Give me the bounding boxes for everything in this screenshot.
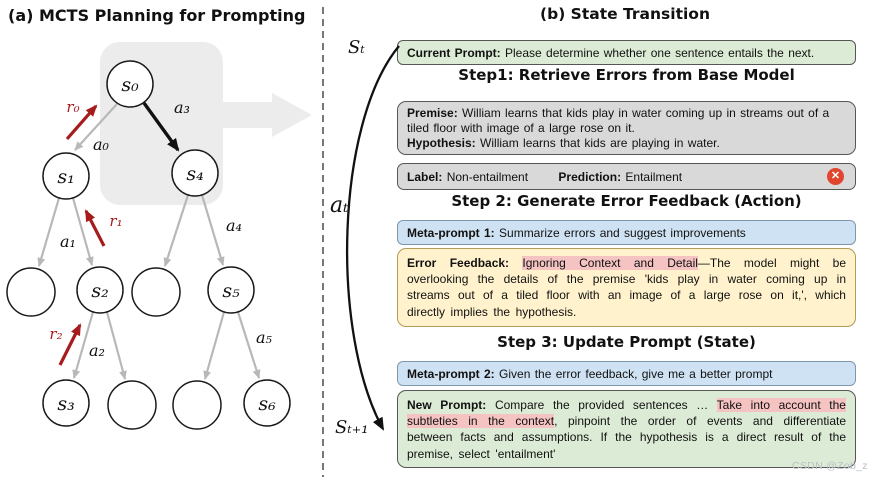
reward-label-r0: r₀ <box>66 98 79 116</box>
node-s6 <box>243 379 291 427</box>
meta-prompt-1-box: Meta-prompt 1: Summarize errors and sugg… <box>397 220 856 245</box>
node-label-s4: s₄ <box>186 163 203 185</box>
meta-prompt-1-text: Summarize errors and suggest improvement… <box>499 225 746 240</box>
node-label-s1: s₁ <box>57 166 74 188</box>
edge-label-a4: a₄ <box>226 216 242 235</box>
prediction-label: Prediction: <box>558 170 622 184</box>
panel-a-title: (a) MCTS Planning for Prompting <box>8 6 306 25</box>
node-empty-4 <box>172 380 222 430</box>
state-transition-arc <box>346 45 400 431</box>
watermark: CSDN @Zob_z <box>792 460 868 472</box>
edge-a2 <box>72 311 95 379</box>
edge-labels: a₀ a₃ a₁ a₂ a₄ a₅ r₀ r₁ r₂ <box>49 98 272 360</box>
meta-prompt-1-label: Meta-prompt 1: <box>407 225 495 240</box>
state-t1-label: Sₜ₊₁ <box>335 417 369 438</box>
error-cross-icon: ✕ <box>827 168 844 185</box>
edge-label-a5: a₅ <box>256 328 273 347</box>
node-s4 <box>171 149 219 197</box>
edge-a3-selected <box>142 102 180 152</box>
node-labels: s₀ s₁ s₄ s₂ s₅ s₃ s₆ <box>57 74 276 415</box>
panel-transition-arrow <box>215 93 312 137</box>
prediction-value: Entailment <box>625 170 683 184</box>
node-label-s5: s₅ <box>222 280 240 302</box>
edge-s5-left <box>203 311 226 380</box>
error-feedback-label: Error Feedback: <box>407 256 510 270</box>
label-label: Label: <box>407 170 443 184</box>
error-feedback-highlight: Ignoring Context and Detail <box>522 256 698 270</box>
reward-arrow-r2 <box>58 323 82 366</box>
current-prompt-box: Current Prompt: Please determine whether… <box>397 40 856 65</box>
tree-edges <box>37 103 261 380</box>
meta-prompt-2-label: Meta-prompt 2: <box>407 366 495 381</box>
node-empty-3 <box>107 380 157 430</box>
new-prompt-box: New Prompt: Compare the provided sentenc… <box>397 390 856 468</box>
edge-a1 <box>71 197 94 266</box>
reward-label-r1: r₁ <box>109 212 122 230</box>
panel-b-title: (b) State Transition <box>540 5 710 23</box>
mcts-tree-diagram: s₀ s₁ s₄ s₂ s₅ s₃ s₆ a₀ a₃ a₁ a₂ a₄ a₅ r… <box>6 42 312 430</box>
node-s3 <box>42 379 90 427</box>
edge-label-a1: a₁ <box>60 232 76 251</box>
meta-prompt-2-box: Meta-prompt 2: Given the error feedback,… <box>397 361 856 386</box>
node-label-s0: s₀ <box>121 74 139 96</box>
state-t-label: Sₜ <box>348 37 365 58</box>
new-prompt-pre: Compare the provided sentences … <box>494 398 717 412</box>
reward-arrow-r1 <box>84 209 106 247</box>
edge-label-a2: a₂ <box>89 341 105 360</box>
new-prompt-label: New Prompt: <box>407 398 487 412</box>
current-prompt-label: Current Prompt: <box>407 45 501 60</box>
edge-s4-left <box>163 194 190 267</box>
step2-heading: Step 2: Generate Error Feedback (Action) <box>451 192 802 210</box>
label-value: Non-entailment <box>446 170 529 184</box>
edge-a4 <box>200 194 225 266</box>
edge-s2-right <box>105 311 127 380</box>
reward-arrows <box>58 104 106 366</box>
step1-heading: Step1: Retrieve Errors from Base Model <box>458 66 795 84</box>
node-s5 <box>207 266 255 314</box>
reward-arrow-r0 <box>65 104 98 141</box>
premise-label: Premise: <box>407 106 458 120</box>
reward-label-r2: r₂ <box>49 325 62 343</box>
premise-box: Premise: William learns that kids play i… <box>397 101 856 155</box>
error-feedback-box: Error Feedback: Ignoring Context and Det… <box>397 248 856 327</box>
edge-label-a0: a₀ <box>93 135 110 154</box>
node-s0 <box>106 60 154 108</box>
premise-line: Premise: William learns that kids play i… <box>407 106 846 136</box>
premise-text: William learns that kids play in water c… <box>407 106 830 135</box>
node-s2 <box>76 266 124 314</box>
step3-heading: Step 3: Update Prompt (State) <box>497 333 756 351</box>
node-empty-2 <box>131 267 181 317</box>
edge-label-a3: a₃ <box>174 98 190 117</box>
node-s1 <box>42 152 90 200</box>
action-t-label: aₜ <box>330 193 349 218</box>
error-feedback-text: —The model might be overlooking the deta… <box>407 256 847 319</box>
new-prompt-post: , pinpoint the order of events and diffe… <box>407 414 846 461</box>
meta-prompt-2-text: Given the error feedback, give me a bett… <box>499 366 773 381</box>
edge-a0 <box>74 103 118 151</box>
edge-a5 <box>236 311 261 379</box>
hypothesis-label: Hypothesis: <box>407 136 476 150</box>
node-label-s2: s₂ <box>91 280 108 302</box>
label-prediction-box: Label: Non-entailment Prediction: Entail… <box>397 163 856 190</box>
current-prompt-text: Please determine whether one sentence en… <box>505 45 815 60</box>
edge-s1-left <box>37 197 61 267</box>
hypothesis-line: Hypothesis: William learns that kids are… <box>407 136 846 151</box>
node-label-s6: s₆ <box>258 393 276 415</box>
hypothesis-text: William learns that kids are playing in … <box>480 136 720 150</box>
node-label-s3: s₃ <box>57 393 74 415</box>
node-empty-1 <box>6 267 56 317</box>
tree-nodes <box>6 60 291 430</box>
